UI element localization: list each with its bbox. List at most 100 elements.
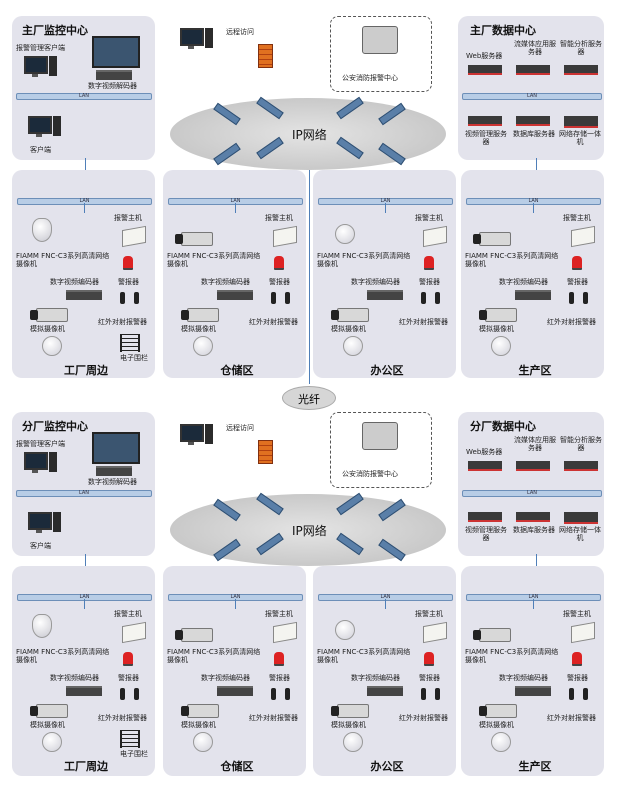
storage-icon <box>564 512 598 524</box>
ip-camera-icon <box>175 232 213 246</box>
zone-title: 生产区 <box>518 364 552 377</box>
ir-detector-icon <box>134 292 139 304</box>
ir-detector-icon <box>285 292 290 304</box>
ip-camera-label: FIAMM FNC-C3系列高清网络摄像机 <box>167 648 261 665</box>
decoder-icon <box>96 466 132 476</box>
ptz-camera-icon <box>32 614 52 638</box>
decoder-label: 数字视频解码器 <box>88 478 137 486</box>
branch-data-title: 分厂数据中心 <box>470 420 536 433</box>
encoder-icon <box>217 686 253 696</box>
storage-label: 网络存储一体机 <box>559 130 601 147</box>
ip-camera-label: FIAMM FNC-C3系列高清网络摄像机 <box>465 252 559 269</box>
branch-monitor-title: 分厂监控中心 <box>22 420 88 433</box>
ptz-camera-icon <box>32 218 52 242</box>
ir-detector-icon <box>120 688 125 700</box>
encoder-icon <box>367 686 403 696</box>
analog-camera-label: 模拟摄像机 <box>181 325 216 333</box>
ir-detector-icon <box>271 688 276 700</box>
zone-title: 工厂周边 <box>64 364 108 377</box>
lan-bus: LAN <box>462 93 602 100</box>
link-line <box>235 599 236 609</box>
zone-panel <box>461 566 604 776</box>
ip-network-label: IP网络 <box>292 524 327 538</box>
ir-detector-icon <box>583 292 588 304</box>
siren-label: 警报器 <box>419 674 440 682</box>
ip-camera-label: FIAMM FNC-C3系列高清网络摄像机 <box>16 252 110 269</box>
analog-camera-icon <box>479 308 517 322</box>
ir-detector-icon <box>569 688 574 700</box>
ir-detector-label: 红外对射报警器 <box>98 714 147 722</box>
encoder-label: 数字视频编码器 <box>50 278 99 286</box>
dome-camera-icon <box>42 732 62 752</box>
server-icon <box>516 65 550 75</box>
encoder-icon <box>217 290 253 300</box>
electric-fence-icon <box>120 730 140 748</box>
dome-camera-icon <box>193 732 213 752</box>
firewall-icon <box>258 440 273 464</box>
ip-camera-label: FIAMM FNC-C3系列高清网络摄像机 <box>317 252 411 269</box>
branch-data-panel <box>458 412 604 556</box>
encoder-icon <box>515 686 551 696</box>
server-icon <box>468 116 502 126</box>
ir-detector-label: 红外对射报警器 <box>547 714 596 722</box>
stream-server-label: 流媒体应用服务器 <box>514 436 556 453</box>
analog-camera-icon <box>181 308 219 322</box>
client-mgmt-label: 报警管理客户端 <box>16 44 65 52</box>
siren-icon <box>572 256 582 270</box>
encoder-icon <box>66 290 102 300</box>
zone-title: 仓储区 <box>220 364 254 377</box>
analog-camera-icon <box>30 704 68 718</box>
server-icon <box>516 116 550 126</box>
alarm-host-label: 报警主机 <box>114 214 142 222</box>
encoder-icon <box>515 290 551 300</box>
lan-bus: LAN <box>16 93 152 100</box>
ir-detector-label: 红外对射报警器 <box>399 318 448 326</box>
video-wall-icon <box>92 432 140 464</box>
ip-network-label: IP网络 <box>292 128 327 142</box>
server-icon <box>516 512 550 522</box>
server-icon <box>516 461 550 471</box>
fiber-label: 光纤 <box>298 393 320 406</box>
zone-title: 办公区 <box>370 364 404 377</box>
link-line <box>385 203 386 213</box>
alarm-printer-icon <box>362 422 398 450</box>
dome-camera-icon <box>343 336 363 356</box>
ir-detector-icon <box>569 292 574 304</box>
link-line <box>309 170 310 384</box>
server-icon <box>468 65 502 75</box>
ir-detector-icon <box>285 688 290 700</box>
police-center-label: 公安消防报警中心 <box>342 470 398 478</box>
ip-camera-icon <box>473 232 511 246</box>
siren-label: 警报器 <box>567 278 588 286</box>
siren-icon <box>123 652 133 666</box>
web-server-label: Web服务器 <box>466 52 503 60</box>
siren-icon <box>274 652 284 666</box>
analysis-server-label: 智能分析服务器 <box>560 40 602 57</box>
siren-icon <box>123 256 133 270</box>
analog-camera-label: 模拟摄像机 <box>479 325 514 333</box>
analog-camera-label: 模拟摄像机 <box>479 721 514 729</box>
ir-detector-icon <box>421 292 426 304</box>
client-label: 客户端 <box>30 542 51 550</box>
video-mgmt-server-label: 视频管理服务器 <box>465 130 507 147</box>
siren-label: 警报器 <box>269 278 290 286</box>
ir-detector-icon <box>421 688 426 700</box>
ir-detector-label: 红外对射报警器 <box>547 318 596 326</box>
alarm-host-label: 报警主机 <box>265 214 293 222</box>
video-wall-icon <box>92 36 140 68</box>
siren-label: 警报器 <box>269 674 290 682</box>
zone-title: 工厂周边 <box>64 760 108 773</box>
remote-access-label: 远程访问 <box>226 424 254 432</box>
siren-icon <box>572 652 582 666</box>
police-center-label: 公安消防报警中心 <box>342 74 398 82</box>
storage-label: 网络存储一体机 <box>559 526 601 543</box>
ip-camera-icon <box>473 628 511 642</box>
main-monitor-title: 主厂监控中心 <box>22 24 88 37</box>
ip-camera-label: FIAMM FNC-C3系列高清网络摄像机 <box>317 648 411 665</box>
analog-camera-label: 模拟摄像机 <box>181 721 216 729</box>
client-mgmt-label: 报警管理客户端 <box>16 440 65 448</box>
ir-detector-label: 红外对射报警器 <box>249 714 298 722</box>
db-server-label: 数据库服务器 <box>513 526 555 534</box>
dome-camera-icon <box>335 224 355 244</box>
link-line <box>533 599 534 609</box>
